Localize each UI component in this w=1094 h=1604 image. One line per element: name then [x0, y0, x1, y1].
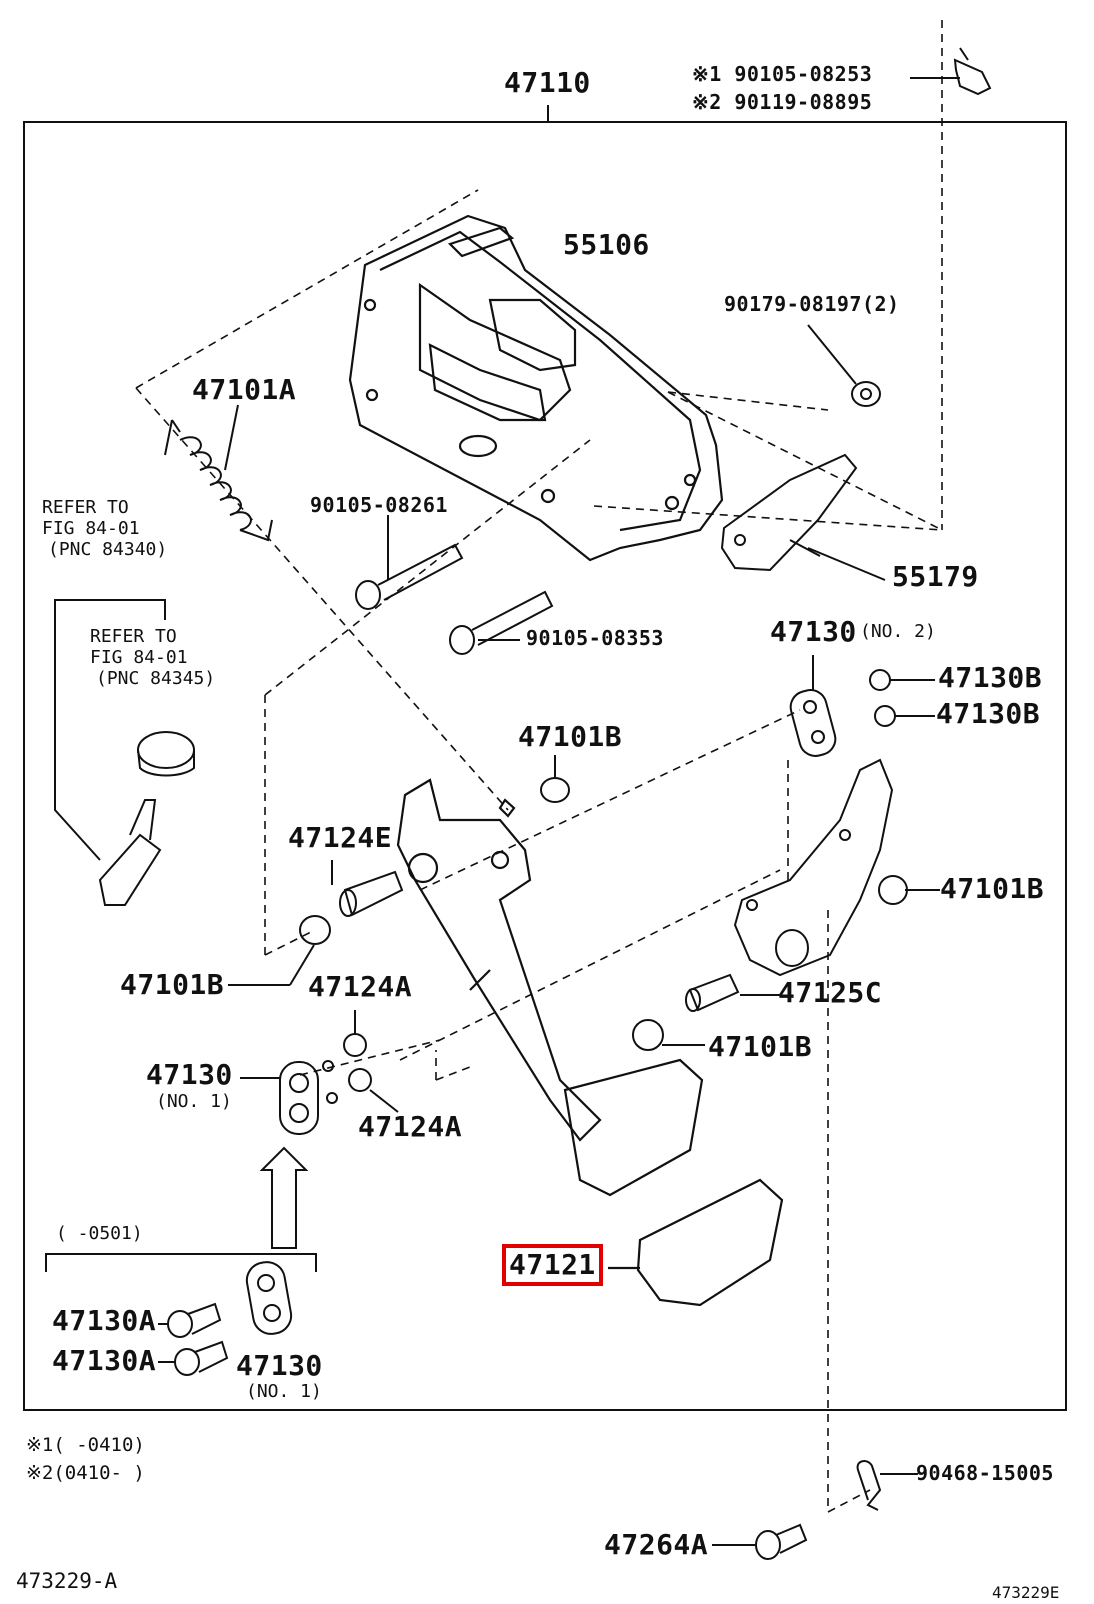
label-47101B-mid: 47101B [708, 1030, 813, 1063]
pin-47264A [712, 1523, 808, 1560]
plate-55179 [720, 453, 886, 581]
label-47124A-2: 47124A [358, 1110, 463, 1143]
note-star1-range: ※1( -0410) [26, 1434, 145, 1456]
bolt-top [910, 47, 992, 96]
refer-to-2-line3: (PNC 84345) [96, 668, 216, 689]
label-47264A: 47264A [604, 1528, 709, 1561]
label-47130A-1: 47130A [52, 1304, 157, 1337]
bolt-90105-08261 [355, 515, 464, 610]
assembly-title: 47110 [504, 66, 591, 99]
label-47130B-1: 47130B [938, 661, 1043, 694]
footer-right-code: 473229E [992, 1583, 1060, 1602]
note-star2-range: ※2(0410- ) [26, 1462, 145, 1484]
label-47124A-1: 47124A [308, 970, 413, 1003]
clip-47130B [869, 669, 935, 727]
spring-47101A [164, 404, 273, 542]
sub-range-note: ( -0501) [56, 1223, 143, 1244]
label-90105-08353: 90105-08353 [526, 626, 664, 650]
label-55106: 55106 [563, 228, 650, 261]
label-47101B-top: 47101B [518, 720, 623, 753]
up-arrow [259, 1146, 309, 1249]
label-47101B-right: 47101B [940, 872, 1045, 905]
label-90468-15005: 90468-15005 [916, 1461, 1054, 1485]
assembly-frame [23, 121, 1067, 1411]
bolt-90105-08353 [449, 590, 554, 655]
switch-assembly [54, 599, 195, 906]
label-47130-no2: 47130 [770, 615, 857, 648]
pedal-pad-47121 [608, 1178, 784, 1307]
label-47124E: 47124E [288, 821, 393, 854]
plate-47130-no2 [789, 655, 837, 757]
label-47101B-left: 47101B [120, 968, 225, 1001]
label-no1-a: (NO. 1) [156, 1091, 232, 1112]
refer-to-1-line3: (PNC 84340) [48, 539, 168, 560]
refer-to-2-line1: REFER TO [90, 626, 177, 647]
label-55179: 55179 [892, 560, 979, 593]
label-90179-08197: 90179-08197(2) [724, 292, 900, 316]
refer-to-1-line2: FIG 84-01 [42, 518, 140, 539]
brake-pedal-arm [396, 778, 704, 1197]
nut-90179 [807, 324, 881, 407]
label-no1-b: (NO. 1) [246, 1381, 322, 1402]
link-plate [733, 758, 894, 977]
sub-parts [158, 1261, 293, 1376]
clip-90468 [856, 1460, 918, 1511]
label-90105-08261: 90105-08261 [310, 493, 448, 517]
label-47130B-2: 47130B [936, 697, 1041, 730]
label-47101A: 47101A [192, 373, 297, 406]
label-47125C: 47125C [778, 976, 883, 1009]
label-47130A-2: 47130A [52, 1344, 157, 1377]
label-47130-no1b: 47130 [236, 1349, 323, 1382]
label-no2: (NO. 2) [860, 621, 936, 642]
collar-47124E [331, 860, 404, 917]
note-star2-part: ※2 90119-08895 [692, 90, 873, 114]
bolts-47124A [343, 1010, 399, 1113]
bushings [228, 755, 940, 1051]
refer-to-2-line2: FIG 84-01 [90, 647, 188, 668]
pedal-bracket-55106 [348, 214, 724, 562]
refer-to-1-line1: REFER TO [42, 497, 129, 518]
label-47130-no1: 47130 [146, 1058, 233, 1091]
plate-47130-no1 [240, 1060, 338, 1135]
note-star1-part: ※1 90105-08253 [692, 62, 873, 86]
footer-left-code: 473229-A [16, 1569, 118, 1593]
collar-47125C [685, 973, 780, 1012]
label-47121-highlighted[interactable]: 47121 [502, 1244, 603, 1286]
